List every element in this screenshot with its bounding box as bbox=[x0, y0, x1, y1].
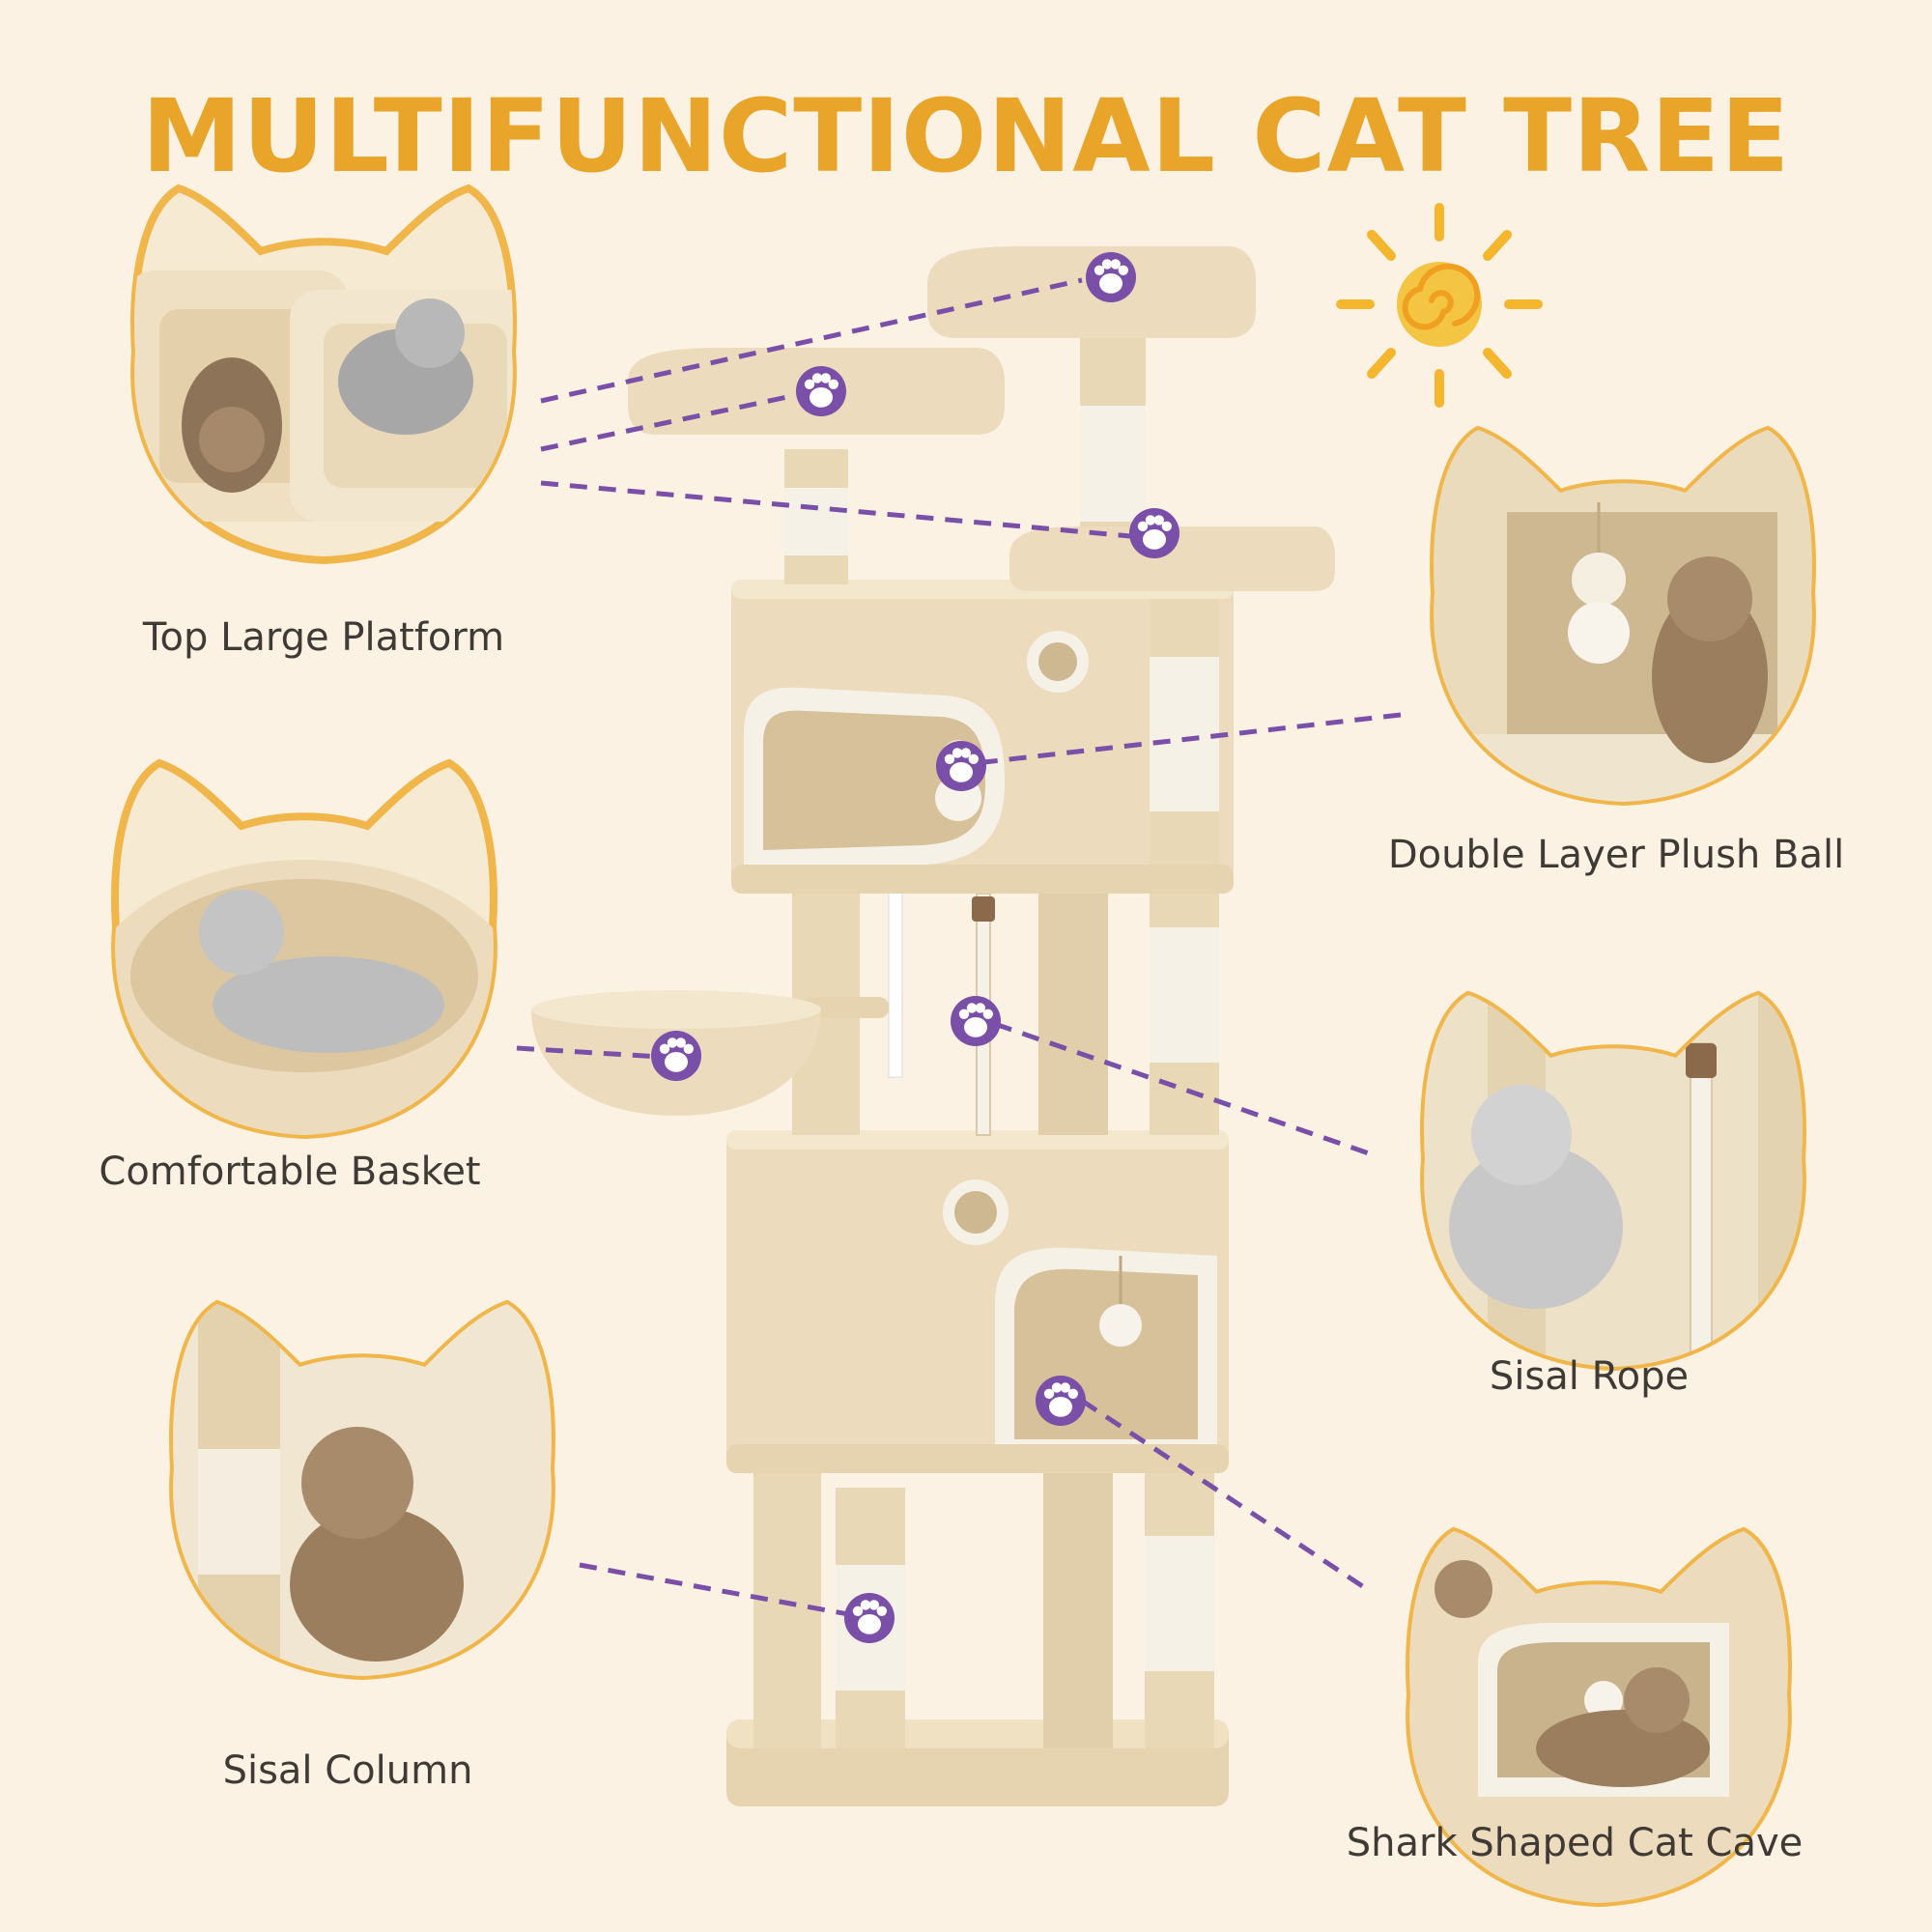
callout-sisal-column bbox=[155, 1294, 580, 1700]
sun-icon bbox=[1336, 203, 1543, 408]
feature-label-comfortable-basket: Comfortable Basket bbox=[99, 1150, 481, 1194]
sisal-column bbox=[753, 1459, 1214, 1748]
callout-connectors bbox=[516, 277, 1402, 1621]
page-title: MULTIFUNCTIONAL CAT TREE bbox=[141, 77, 1791, 195]
callout-double-layer-plush-ball bbox=[1430, 425, 1816, 831]
feature-label-double-layer-plush-ball: Double Layer Plush Ball bbox=[1387, 833, 1845, 877]
callout-top-large-platform bbox=[126, 188, 541, 560]
callout-shark-shaped-cat-cave bbox=[1401, 1526, 1806, 1913]
comfortable-basket bbox=[531, 990, 889, 1116]
feature-label-sisal-rope: Sisal Rope bbox=[1489, 1354, 1690, 1399]
cat-tree bbox=[531, 246, 1335, 1806]
feature-label-shark-shaped-cat-cave: Shark Shaped Cat Cave bbox=[1346, 1821, 1804, 1865]
callout-comfortable-basket bbox=[82, 763, 526, 1150]
feature-label-top-large-platform: Top Large Platform bbox=[142, 615, 505, 660]
top-large-platform bbox=[628, 246, 1335, 591]
callout-sisal-rope bbox=[1410, 985, 1816, 1391]
feature-label-sisal-column: Sisal Column bbox=[222, 1748, 473, 1793]
